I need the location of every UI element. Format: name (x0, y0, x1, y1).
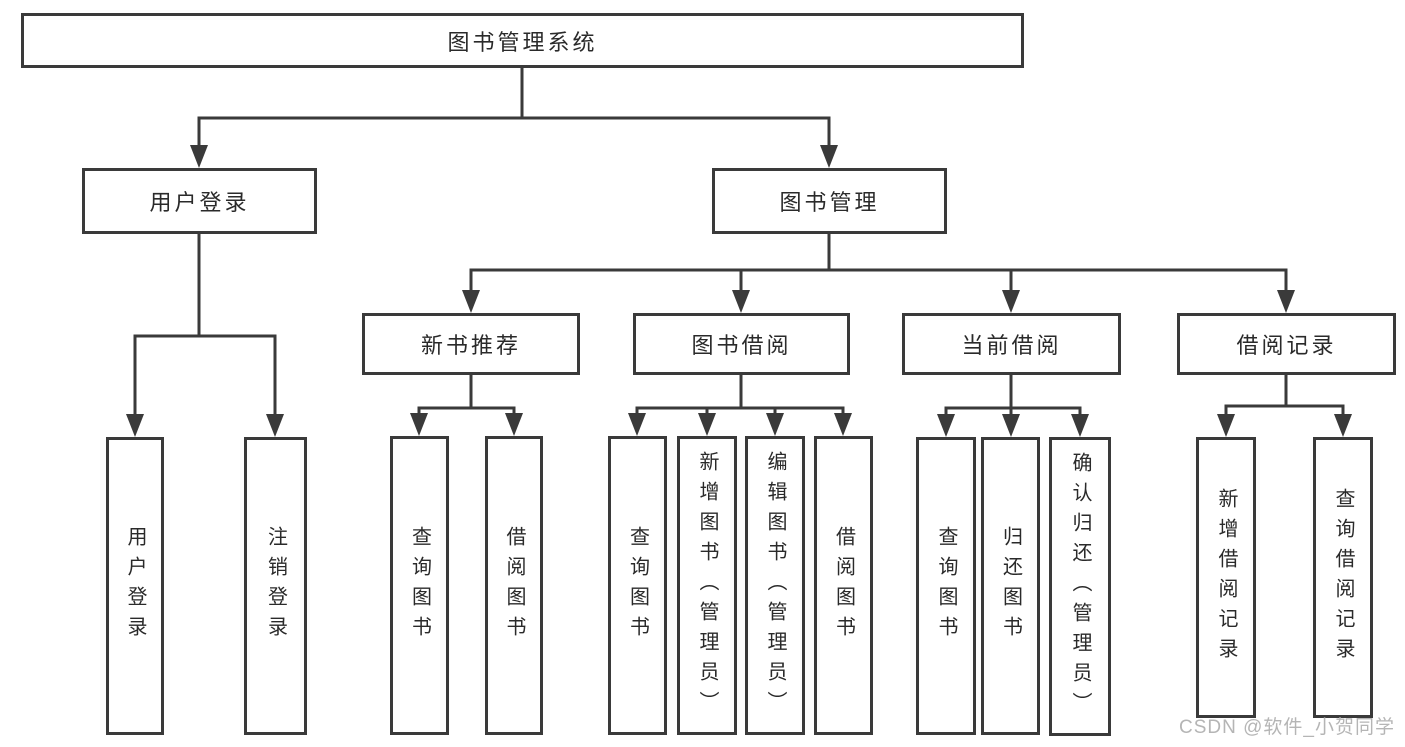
leaf-cb-query-books: 查询图书 (916, 437, 976, 735)
leaf-bb-edit-books-admin: 编辑图书（管理员） (745, 436, 805, 735)
node-borrowing-records: 借阅记录 (1177, 313, 1396, 375)
leaf-logout: 注销登录 (244, 437, 307, 735)
node-label: 新书推荐 (420, 333, 521, 358)
node-label: 确认归还（管理员） (1069, 451, 1091, 722)
connector-root-to-level2 (197, 66, 831, 150)
leaf-br-query-record: 查询借阅记录 (1313, 437, 1373, 718)
node-book-management: 图书管理 (712, 168, 947, 234)
leaf-br-add-record: 新增借阅记录 (1196, 437, 1256, 718)
node-label: 编辑图书（管理员） (764, 450, 786, 721)
connector-borrowing-records-to-leaves (1224, 373, 1345, 422)
connector-new-book-recommend-to-leaves (417, 373, 516, 422)
leaf-cb-confirm-return-admin: 确认归还（管理员） (1049, 437, 1111, 736)
node-label: 注销登录 (264, 526, 287, 646)
node-label: 用户登录 (124, 526, 146, 646)
node-label: 图书管理 (779, 190, 880, 215)
node-user-login: 用户登录 (82, 168, 317, 234)
connector-user-login-to-leaves (133, 232, 277, 422)
connector-book-borrowing-to-leaves (635, 373, 845, 422)
leaf-bb-add-books-admin: 新增图书（管理员） (677, 436, 737, 735)
node-label: 用户登录 (149, 190, 250, 215)
node-label: 查询图书 (935, 526, 957, 646)
leaf-nbr-borrow-books: 借阅图书 (485, 436, 543, 735)
connector-book-management-to-level3 (469, 232, 1288, 297)
arrowheads (126, 145, 1352, 437)
node-label: 图书管理系统 (447, 29, 598, 55)
leaf-user-login: 用户登录 (106, 437, 164, 735)
leaf-bb-borrow-books: 借阅图书 (814, 436, 873, 735)
node-library-management-system: 图书管理系统 (21, 13, 1024, 68)
node-label: 新增借阅记录 (1215, 487, 1237, 668)
connector-current-borrowing-to-leaves (944, 373, 1082, 422)
node-label: 查询借阅记录 (1332, 487, 1354, 668)
node-label: 借阅图书 (832, 525, 855, 646)
node-label: 归还图书 (999, 526, 1022, 646)
node-label: 借阅图书 (503, 525, 525, 646)
leaf-nbr-query-books: 查询图书 (390, 436, 449, 735)
node-label: 查询图书 (408, 525, 431, 646)
node-label: 当前借阅 (961, 333, 1062, 358)
leaf-bb-query-books: 查询图书 (608, 436, 667, 735)
node-label: 新增图书（管理员） (696, 450, 718, 721)
node-label: 借阅记录 (1236, 333, 1337, 358)
node-current-borrowing: 当前借阅 (902, 313, 1121, 375)
node-book-borrowing: 图书借阅 (633, 313, 850, 375)
node-label: 查询图书 (626, 525, 649, 646)
node-new-book-recommend: 新书推荐 (362, 313, 580, 375)
node-label: 图书借阅 (691, 333, 792, 358)
leaf-cb-return-books: 归还图书 (981, 437, 1040, 735)
csdn-watermark: CSDN @软件_小贺同学 (1179, 717, 1395, 738)
